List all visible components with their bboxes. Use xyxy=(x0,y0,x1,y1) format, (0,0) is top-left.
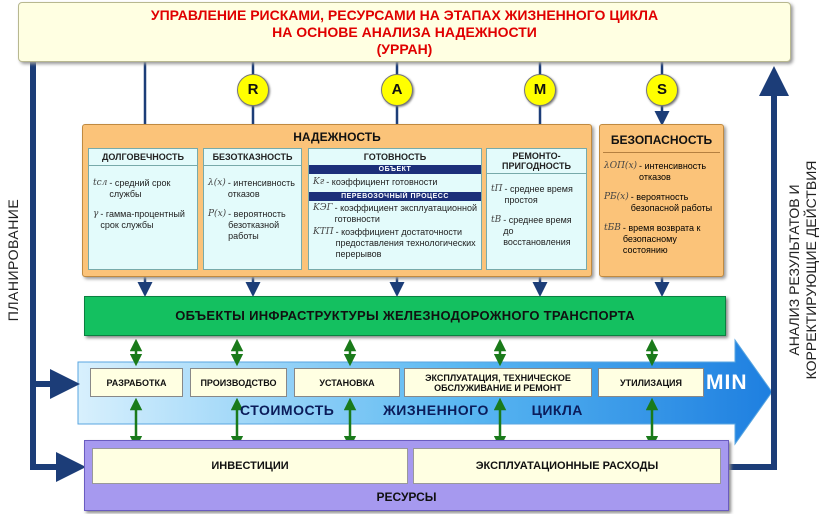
stage-resource-arrows xyxy=(129,397,659,449)
operating-costs-box: ЭКСПЛУАТАЦИОННЫЕ РАСХОДЫ xyxy=(413,448,721,484)
safety-item-2: PБ(x) - вероятность безопасной работы xyxy=(600,192,723,214)
safety-box: БЕЗОПАСНОСТЬ λОП(x) - интенсивность отка… xyxy=(599,124,724,277)
faultless-sym-2: P(x) xyxy=(208,209,227,219)
circle-a: A xyxy=(381,74,413,106)
faultless-item-1: λ(x) - интенсивность отказов xyxy=(204,178,301,200)
readiness-text-1: - коэффициент готовности xyxy=(326,177,438,187)
planning-label: ПЛАНИРОВАНИЕ xyxy=(2,180,24,340)
title-line-3: (УРРАН) xyxy=(376,41,433,57)
planning-loop-bottom xyxy=(30,384,86,482)
repairability-item-1: tП - среднее время простоя xyxy=(487,184,586,206)
circle-r: R xyxy=(237,74,269,106)
repairability-item-2: tВ - среднее время до восстановления xyxy=(487,215,586,248)
analysis-label-text: АНАЛИЗ РЕЗУЛЬТАТОВ И КОРРЕКТИРУЮЩИЕ ДЕЙС… xyxy=(786,161,820,380)
repairability-text-1: - среднее время простоя xyxy=(504,184,573,205)
safety-sym-2: PБ(x) xyxy=(604,192,629,202)
faultless-sym-1: λ(x) xyxy=(208,178,226,188)
readiness-band-process: ПЕРЕВОЗОЧНЫЙ ПРОЦЕСС xyxy=(309,192,481,201)
safety-text-3: - время возврата к безопасному состоянию xyxy=(622,223,701,255)
lifecycle-cost-word-1: СТОИМОСТЬ xyxy=(240,402,335,418)
title-line-2: НА ОСНОВЕ АНАЛИЗА НАДЕЖНОСТИ xyxy=(272,24,537,40)
analysis-label-line-1: АНАЛИЗ РЕЗУЛЬТАТОВ И xyxy=(786,184,802,356)
investments-box: ИНВЕСТИЦИИ xyxy=(92,448,408,484)
durability-text-1: - средний срок службы xyxy=(109,178,171,199)
title-box: УПРАВЛЕНИЕ РИСКАМИ, РЕСУРСАМИ НА ЭТАПАХ … xyxy=(18,2,791,62)
analysis-label-line-2: КОРРЕКТИРУЮЩИЕ ДЕЙСТВИЯ xyxy=(803,160,819,380)
safety-text-1: - интенсивность отказов xyxy=(639,161,707,182)
planning-label-text: ПЛАНИРОВАНИЕ xyxy=(5,198,21,322)
analysis-loop xyxy=(729,66,789,470)
boxes-down-arrows xyxy=(137,277,670,297)
durability-sym-2: γ xyxy=(93,209,99,219)
repairability-head-line-1: РЕМОНТО- xyxy=(512,151,561,161)
readiness-head: ГОТОВНОСТЬ xyxy=(363,152,427,162)
faultless-head: БЕЗОТКАЗНОСТЬ xyxy=(204,149,301,166)
stage-production: ПРОИЗВОДСТВО xyxy=(190,368,287,397)
faultless-text-1: - интенсивность отказов xyxy=(227,178,295,199)
readiness-item-2: KЭГ - коэффициент эксплуатационной готов… xyxy=(309,203,481,225)
min-label: MIN xyxy=(706,371,748,394)
repairability-head: РЕМОНТО- ПРИГОДНОСТЬ xyxy=(487,149,586,174)
durability-cell: ДОЛГОВЕЧНОСТЬ tсл - средний срок службы … xyxy=(88,148,198,270)
durability-text-2: - гамма-процентный срок службы xyxy=(100,209,185,230)
readiness-band-object: ОБЪЕКТ xyxy=(309,165,481,174)
faultless-item-2: P(x) - вероятность безотказной работы xyxy=(204,209,301,242)
analysis-label: АНАЛИЗ РЕЗУЛЬТАТОВ И КОРРЕКТИРУЮЩИЕ ДЕЙС… xyxy=(780,150,826,390)
readiness-text-3: - коэффициент достаточности предоставлен… xyxy=(335,227,476,259)
safety-sym-3: tБВ xyxy=(604,223,621,233)
title-line-1: УПРАВЛЕНИЕ РИСКАМИ, РЕСУРСАМИ НА ЭТАПАХ … xyxy=(150,7,659,23)
stage-operation-line-2: ОБСЛУЖИВАНИЕ И РЕМОНТ xyxy=(434,382,562,393)
safety-item-1: λОП(x) - интенсивность отказов xyxy=(600,161,723,183)
stage-operation: ЭКСПЛУАТАЦИЯ, ТЕХНИЧЕСКОЕ ОБСЛУЖИВАНИЕ И… xyxy=(404,368,592,397)
durability-item-1: tсл - средний срок службы xyxy=(89,178,197,200)
readiness-item-1: Kг - коэффициент готовности xyxy=(309,177,481,188)
safety-text-2: - вероятность безопасной работы xyxy=(630,192,713,213)
faultless-text-2: - вероятность безотказной работы xyxy=(228,209,286,241)
stage-development: РАЗРАБОТКА xyxy=(90,368,183,397)
circle-s: S xyxy=(646,74,678,106)
repairability-sym-1: tП xyxy=(491,184,503,194)
repairability-sym-2: tВ xyxy=(491,215,502,225)
circle-m: M xyxy=(524,74,556,106)
readiness-cell: ГОТОВНОСТЬ ОБЪЕКТ Kг - коэффициент готов… xyxy=(308,148,482,270)
repairability-head-line-2: ПРИГОДНОСТЬ xyxy=(502,161,571,171)
durability-head: ДОЛГОВЕЧНОСТЬ xyxy=(89,149,197,166)
durability-sym-1: tсл xyxy=(93,178,108,188)
stage-installation: УСТАНОВКА xyxy=(294,368,400,397)
objects-bar: ОБЪЕКТЫ ИНФРАСТРУКТУРЫ ЖЕЛЕЗНОДОРОЖНОГО … xyxy=(84,296,726,336)
reliability-title: НАДЕЖНОСТЬ xyxy=(293,130,381,144)
stage-disposal: УТИЛИЗАЦИЯ xyxy=(598,368,704,397)
resources-title: РЕСУРСЫ xyxy=(376,490,437,504)
readiness-sym-2: KЭГ xyxy=(313,203,333,213)
lifecycle-cost-word-3: ЦИКЛА xyxy=(531,402,583,418)
objects-stage-arrows xyxy=(129,338,659,367)
durability-item-2: γ - гамма-процентный срок службы xyxy=(89,209,197,231)
safety-title: БЕЗОПАСНОСТЬ xyxy=(610,133,713,147)
readiness-text-2: - коэффициент эксплуатационной готовност… xyxy=(334,203,477,224)
readiness-sym-3: KТП xyxy=(313,227,334,237)
lifecycle-cost-label: СТОИМОСТЬ ЖИЗНЕННОГО ЦИКЛА xyxy=(240,402,583,418)
safety-sym-1: λОП(x) xyxy=(604,161,638,171)
faultless-cell: БЕЗОТКАЗНОСТЬ λ(x) - интенсивность отказ… xyxy=(203,148,302,270)
repairability-text-2: - среднее время до восстановления xyxy=(503,215,572,247)
planning-loop-top xyxy=(30,62,80,399)
stage-operation-line-1: ЭКСПЛУАТАЦИЯ, ТЕХНИЧЕСКОЕ xyxy=(425,372,571,383)
repairability-cell: РЕМОНТО- ПРИГОДНОСТЬ tП - среднее время … xyxy=(486,148,587,270)
readiness-item-3: KТП - коэффициент достаточности предоста… xyxy=(309,227,481,260)
safety-item-3: tБВ - время возврата к безопасному состо… xyxy=(600,223,723,256)
lifecycle-cost-word-2: ЖИЗНЕННОГО xyxy=(383,402,489,418)
readiness-sym-1: Kг xyxy=(313,177,325,187)
